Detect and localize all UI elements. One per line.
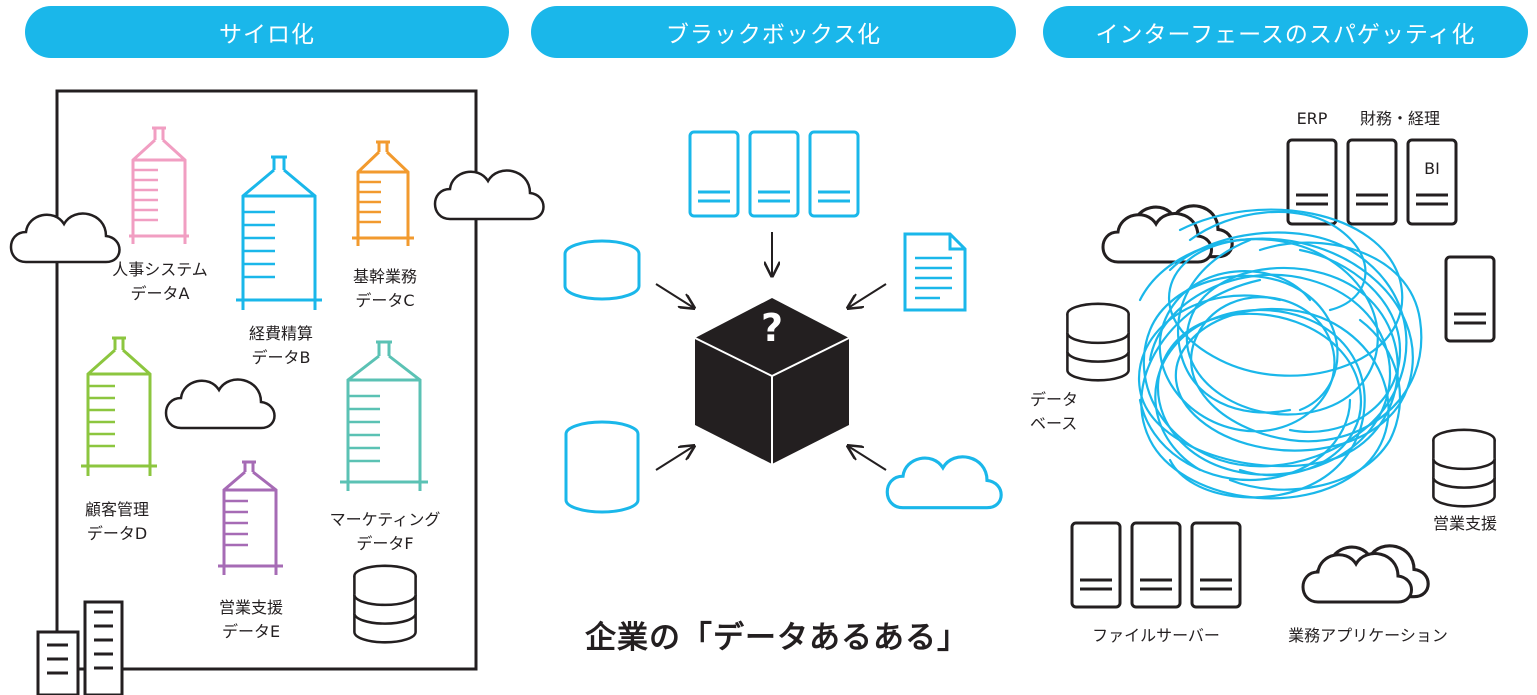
server-icon: [1444, 255, 1496, 343]
label-file-server: ファイルサーバー: [1092, 626, 1220, 645]
label-finance: 財務・経理: [1359, 109, 1440, 128]
header-blackbox: ブラックボックス化: [531, 6, 1016, 58]
cloud-icon: [1301, 544, 1430, 604]
spaghetti-tangle: [1137, 208, 1423, 500]
cloud-icon: [1101, 204, 1234, 264]
label-business-apps: 業務アプリケーション: [1288, 626, 1448, 645]
database-icon: [353, 564, 417, 644]
database-icon: [564, 420, 640, 514]
cloud-icon: [885, 455, 1003, 510]
silo-icon-a: [129, 126, 189, 244]
building-icon: [36, 600, 124, 695]
cloud-icon: [9, 212, 121, 264]
label-silo-c: 基幹業務データC: [352, 267, 417, 310]
header-silo: サイロ化: [25, 6, 509, 58]
label-silo-a: 人事システムデータA: [112, 260, 208, 303]
silo-icon-d: [81, 336, 157, 476]
label-bi: BI: [1424, 159, 1440, 178]
database-icon: [1432, 428, 1496, 508]
cloud-icon: [164, 378, 276, 430]
label-silo-e: 営業支援データE: [218, 598, 283, 641]
silo-icon-b: [236, 155, 322, 310]
server-icon-group: [688, 130, 860, 218]
silo-icon-e: [218, 460, 283, 575]
label-silo-f: マーケティングデータF: [329, 510, 441, 553]
label-sales-support: 営業支援: [1432, 514, 1497, 533]
label-silo-b: 経費精算データB: [248, 324, 313, 367]
label-erp: ERP: [1296, 109, 1328, 128]
server-icon-group-top: [1286, 138, 1458, 226]
silo-building-outline: [55, 89, 478, 671]
cloud-icon: [433, 169, 545, 221]
silo-icon-c: [352, 140, 414, 246]
silo-icon-f: [340, 340, 428, 491]
label-silo-d: 顧客管理データD: [84, 500, 149, 543]
document-icon: [903, 232, 967, 312]
black-box-cube-icon: [694, 298, 850, 464]
black-box-caption: 企業の「データあるある」: [585, 620, 969, 656]
label-database: データベース: [1030, 390, 1079, 433]
database-icon: [563, 239, 641, 301]
black-box-question-mark: ?: [760, 306, 784, 350]
arrow-icon: [655, 232, 887, 471]
server-icon-group-bottom: [1070, 521, 1242, 609]
header-spaghetti: インターフェースのスパゲッティ化: [1043, 6, 1528, 58]
database-icon: [1066, 302, 1130, 382]
